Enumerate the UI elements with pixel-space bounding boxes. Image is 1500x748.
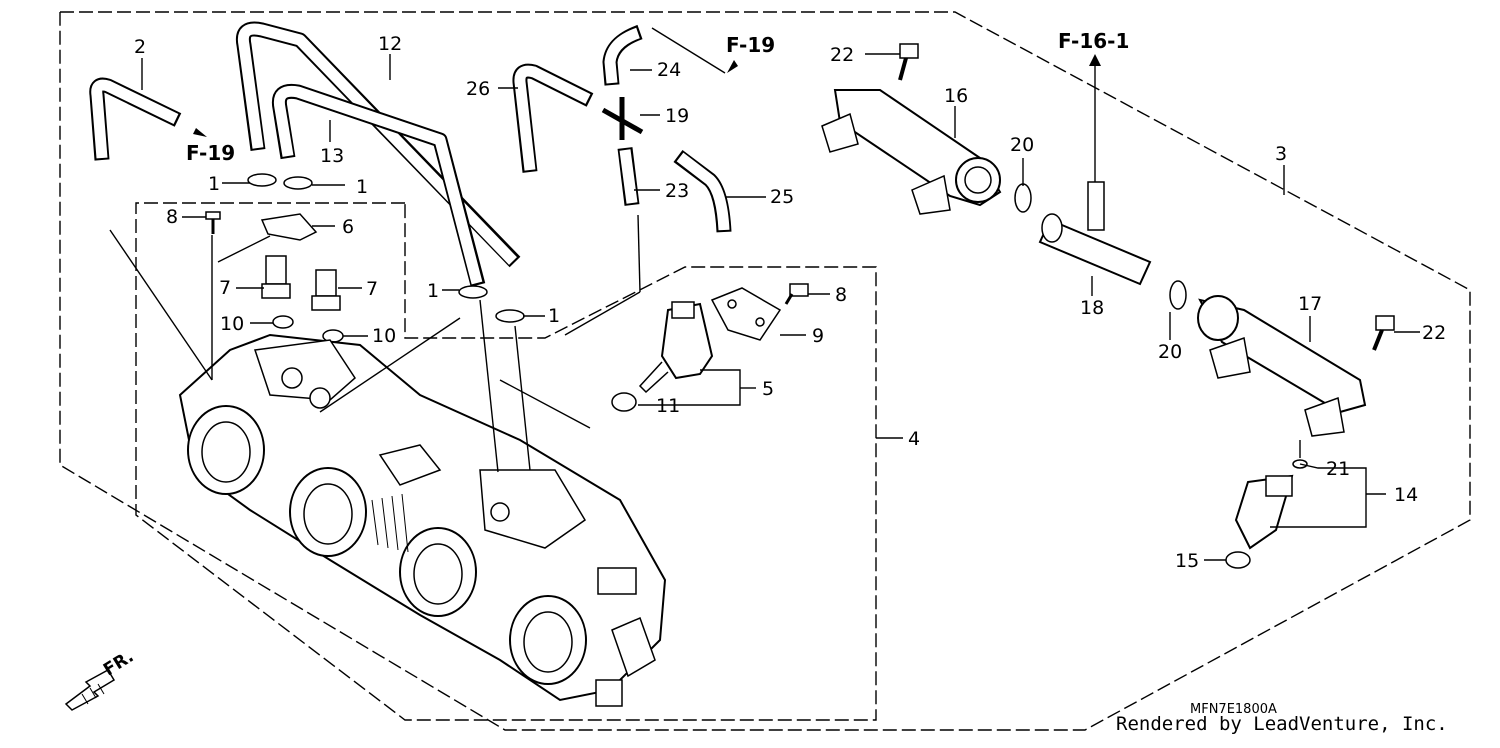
label-1-c: 1 — [427, 280, 439, 302]
hose-12 — [235, 21, 521, 268]
label-8-right: 8 — [835, 284, 847, 306]
ref-f19-top: F-19 — [726, 33, 775, 57]
fitting-7-right — [311, 269, 341, 311]
label-7-left: 7 — [219, 277, 231, 299]
hose-23 — [617, 147, 640, 206]
oring-20-top — [1014, 183, 1032, 213]
leader-lines — [109, 27, 1420, 561]
label-25: 25 — [770, 186, 794, 208]
fuel-rail-16 — [821, 89, 1002, 215]
label-10-right: 10 — [372, 325, 396, 347]
label-17: 17 — [1298, 293, 1322, 315]
label-9: 9 — [812, 325, 824, 347]
credit-text: Rendered by LeadVenture, Inc. — [1116, 713, 1448, 735]
hose-26 — [512, 63, 594, 173]
label-10-left: 10 — [220, 313, 244, 335]
gasket-9 — [710, 287, 782, 341]
label-20-top: 20 — [1010, 134, 1034, 156]
ref-arrows — [193, 54, 1101, 137]
label-14: 14 — [1394, 484, 1418, 506]
label-18: 18 — [1080, 297, 1104, 319]
label-12: 12 — [378, 33, 402, 55]
screw-8-left — [205, 211, 221, 234]
oring-20-bottom — [1169, 280, 1187, 310]
label-1-b: 1 — [356, 176, 368, 198]
fuel-rail-17 — [1197, 295, 1367, 437]
ref-f19-left: F-19 — [186, 141, 235, 165]
bracket-6 — [260, 213, 318, 241]
clips-1 — [247, 173, 525, 323]
fitting-7-left — [261, 255, 291, 299]
label-20-bottom: 20 — [1158, 341, 1182, 363]
ref-f16-1: F-16-1 — [1058, 29, 1129, 53]
sensor-5 — [638, 301, 714, 394]
throttle-body-assembly — [178, 333, 667, 707]
label-22-bottom: 22 — [1422, 322, 1446, 344]
joint-19 — [601, 97, 644, 140]
label-16: 16 — [944, 85, 968, 107]
bolt-22-bottom — [1372, 315, 1395, 351]
joint-18 — [1038, 181, 1152, 286]
label-19: 19 — [665, 105, 689, 127]
label-1-a: 1 — [208, 173, 220, 195]
front-arrow-icon — [64, 668, 116, 711]
label-22-top: 22 — [830, 44, 854, 66]
washers-10 — [272, 315, 344, 343]
hose-24 — [602, 24, 643, 86]
oring-11 — [611, 392, 637, 412]
label-1-d: 1 — [548, 305, 560, 327]
label-15: 15 — [1175, 550, 1199, 572]
label-6: 6 — [342, 216, 354, 238]
label-7-right: 7 — [366, 278, 378, 300]
hose-13 — [271, 83, 486, 287]
drawing-code: MFN7E1800A — [1190, 702, 1277, 717]
label-21: 21 — [1326, 458, 1350, 480]
label-11: 11 — [656, 395, 680, 417]
assembly-4-boundary — [135, 202, 877, 721]
label-8-left: 8 — [166, 206, 178, 228]
label-24: 24 — [657, 59, 681, 81]
outer-boundary — [59, 11, 1471, 731]
injector-14 — [1225, 459, 1308, 569]
hose-2 — [89, 77, 182, 161]
label-13: 13 — [320, 145, 344, 167]
label-3: 3 — [1275, 143, 1287, 165]
screw-8-right — [784, 283, 809, 305]
label-4: 4 — [908, 428, 920, 450]
label-2: 2 — [134, 36, 146, 58]
label-23: 23 — [665, 180, 689, 202]
hose-25 — [673, 150, 732, 233]
bolt-22-top — [898, 43, 919, 81]
label-5: 5 — [762, 378, 774, 400]
label-26: 26 — [466, 78, 490, 100]
